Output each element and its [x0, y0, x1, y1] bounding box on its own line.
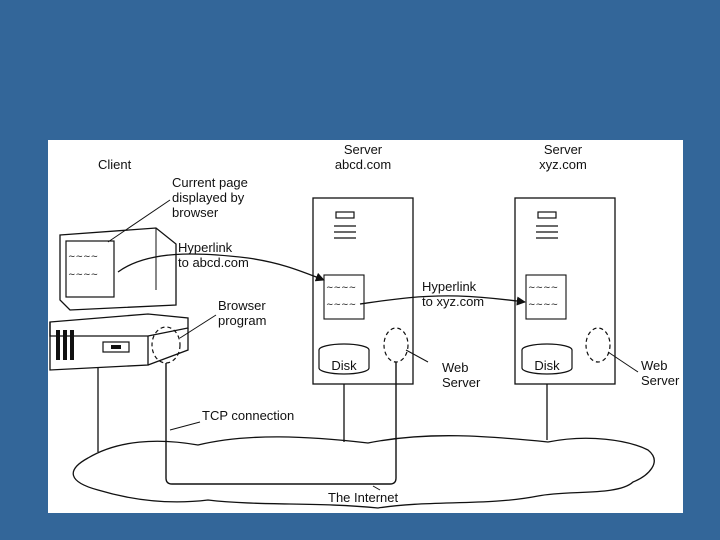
browser-program-ellipse	[151, 326, 181, 364]
client-screen-scribble: ~~~~	[68, 270, 99, 280]
hyperlink-abcd-arrow	[117, 253, 325, 282]
current-page-label: Current page displayed by browser	[172, 175, 248, 220]
web-server-ellipse-xyz	[585, 327, 611, 363]
server-xyz-page-scribble: ~~~~	[528, 283, 559, 293]
hyperlink-xyz-arrow	[359, 295, 526, 306]
diagram-graphics	[49, 197, 655, 509]
web-server-label-abcd: Web Server	[442, 360, 481, 390]
client-screen-scribble: ~~~~	[68, 252, 99, 262]
disk-label-abcd: Disk	[331, 358, 357, 373]
diagram-panel: ~~~~ ~~~~ ~~~~ ~~~~ ~~~~ ~~~~ Client Cur…	[48, 140, 683, 513]
server-abcd-label: Server abcd.com	[334, 142, 392, 172]
disk-label-xyz: Disk	[534, 358, 560, 373]
hyperlink-xyz-label: Hyperlink to xyz.com	[422, 279, 485, 309]
server-xyz-page-scribble: ~~~~	[528, 300, 559, 310]
hyperlink-abcd-label: Hyperlink to abcd.com	[178, 240, 249, 270]
client-screen	[65, 240, 115, 298]
server-xyz-page	[525, 274, 567, 320]
server-abcd-page-scribble: ~~~~	[326, 283, 357, 293]
client-label: Client	[98, 157, 132, 172]
server-abcd	[312, 197, 414, 385]
tcp-connection-label: TCP connection	[202, 408, 295, 423]
browser-program-label: Browser program	[218, 298, 267, 328]
server-xyz-label: Server xyz.com	[539, 142, 587, 172]
server-abcd-page	[323, 274, 365, 320]
tcp-connection-line	[165, 362, 397, 485]
web-server-label-xyz: Web Server	[641, 358, 680, 388]
internet-cloud	[72, 435, 655, 509]
server-xyz	[514, 197, 616, 385]
internet-label: The Internet	[328, 490, 399, 505]
server-abcd-page-scribble: ~~~~	[326, 300, 357, 310]
client-computer	[49, 227, 189, 371]
